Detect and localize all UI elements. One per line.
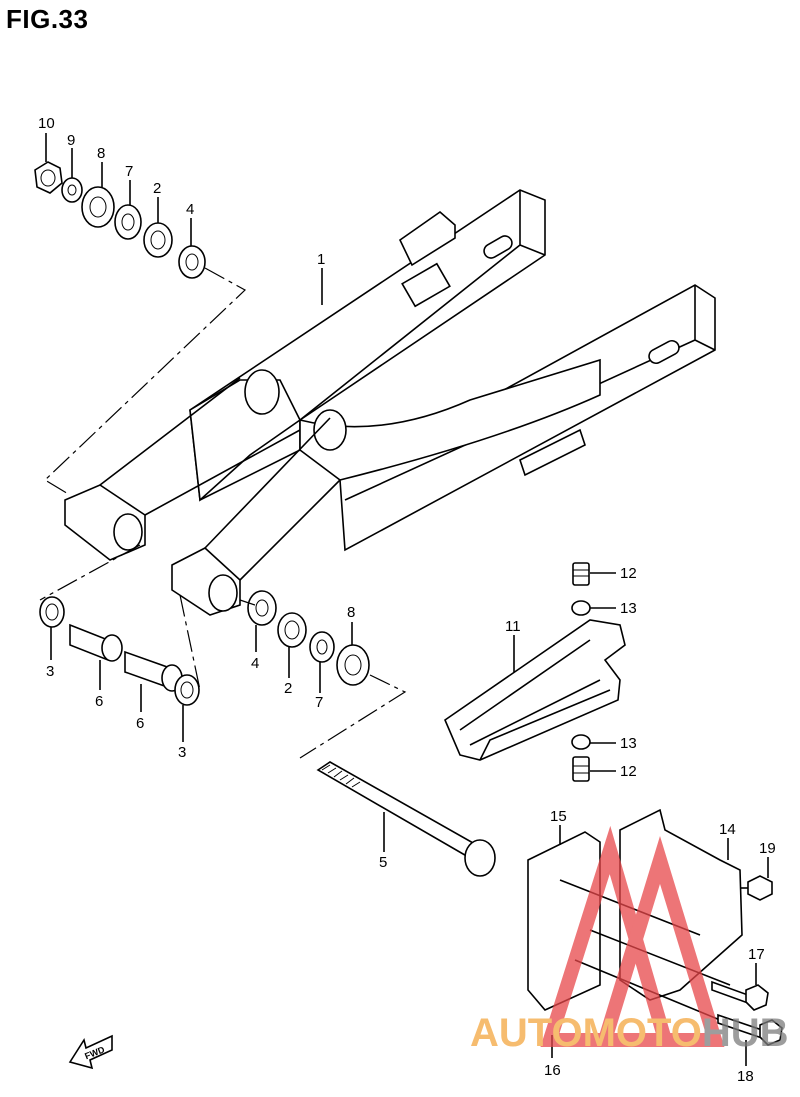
- bolt-19: [740, 875, 773, 901]
- callout-13-bottom: 13: [620, 735, 637, 752]
- callout-3-upper: 3: [46, 663, 54, 680]
- fwd-label: FWD: [83, 1044, 106, 1061]
- callout-3-lower: 3: [178, 744, 186, 761]
- bolt-17: [711, 980, 769, 1011]
- callout-5: 5: [379, 854, 387, 871]
- callout-11: 11: [505, 618, 521, 635]
- callout-12-bottom: 12: [620, 763, 637, 780]
- guard-15: [527, 831, 601, 1011]
- bearing-4b: [247, 590, 277, 626]
- leader-lines: [45, 133, 769, 1066]
- callout-labels: 10 9 8 7 2 4 1 3 6 6 3 4 2 7 8 5 11 12 1…: [38, 115, 776, 1085]
- callout-4-lower: 4: [251, 655, 259, 672]
- callout-8: 8: [97, 145, 105, 162]
- watermark-logo-icon: [540, 825, 725, 1047]
- callout-10: 10: [38, 115, 55, 132]
- callout-13-top: 13: [620, 600, 637, 617]
- callout-6-upper: 6: [95, 693, 103, 710]
- bearing-3a: [39, 596, 65, 628]
- lower-pivot-hardware: [39, 544, 201, 706]
- spacer-2b: [277, 612, 307, 648]
- callout-14: 14: [719, 821, 736, 838]
- callout-6-lower: 6: [136, 715, 144, 732]
- cap-8b: [336, 644, 370, 686]
- callout-4: 4: [186, 201, 194, 218]
- callout-8-lower: 8: [347, 604, 355, 621]
- watermark: AUTOMOTOHUB: [470, 825, 789, 1055]
- watermark-text-hub: HUB: [702, 1011, 789, 1055]
- washer-7: [114, 204, 142, 240]
- spacer-2: [143, 222, 173, 258]
- callout-18: 18: [737, 1068, 754, 1085]
- callout-15: 15: [550, 808, 567, 825]
- bolt-18: [717, 1013, 783, 1046]
- cap-8: [81, 186, 115, 228]
- bearing-3b: [174, 674, 200, 706]
- callout-12-top: 12: [620, 565, 637, 582]
- callout-1: 1: [317, 251, 325, 268]
- callout-16: 16: [544, 1062, 561, 1079]
- svg-text:AUTOMOTOHUB: AUTOMOTOHUB: [470, 1011, 789, 1055]
- callout-7: 7: [125, 163, 133, 180]
- swing-arm: [64, 189, 716, 616]
- chain-guide-11: [444, 562, 626, 782]
- callout-7-lower: 7: [315, 694, 323, 711]
- upper-pivot-hardware: [34, 161, 247, 496]
- right-pivot-hardware: [239, 590, 407, 759]
- fwd-arrow-icon: FWD: [68, 1034, 113, 1070]
- nut-10: [34, 161, 63, 194]
- callout-17: 17: [748, 946, 765, 963]
- callout-9: 9: [67, 132, 75, 149]
- bearing-4: [178, 245, 206, 279]
- washer-7b: [309, 631, 335, 663]
- figure-title: FIG.33: [6, 4, 89, 34]
- callout-19: 19: [759, 840, 776, 857]
- washer-9: [61, 177, 83, 203]
- callout-2-lower: 2: [284, 680, 292, 697]
- watermark-text-automoto: AUTOMOTO: [470, 1011, 702, 1055]
- pivot-shaft-5: [316, 761, 496, 877]
- callout-2: 2: [153, 180, 161, 197]
